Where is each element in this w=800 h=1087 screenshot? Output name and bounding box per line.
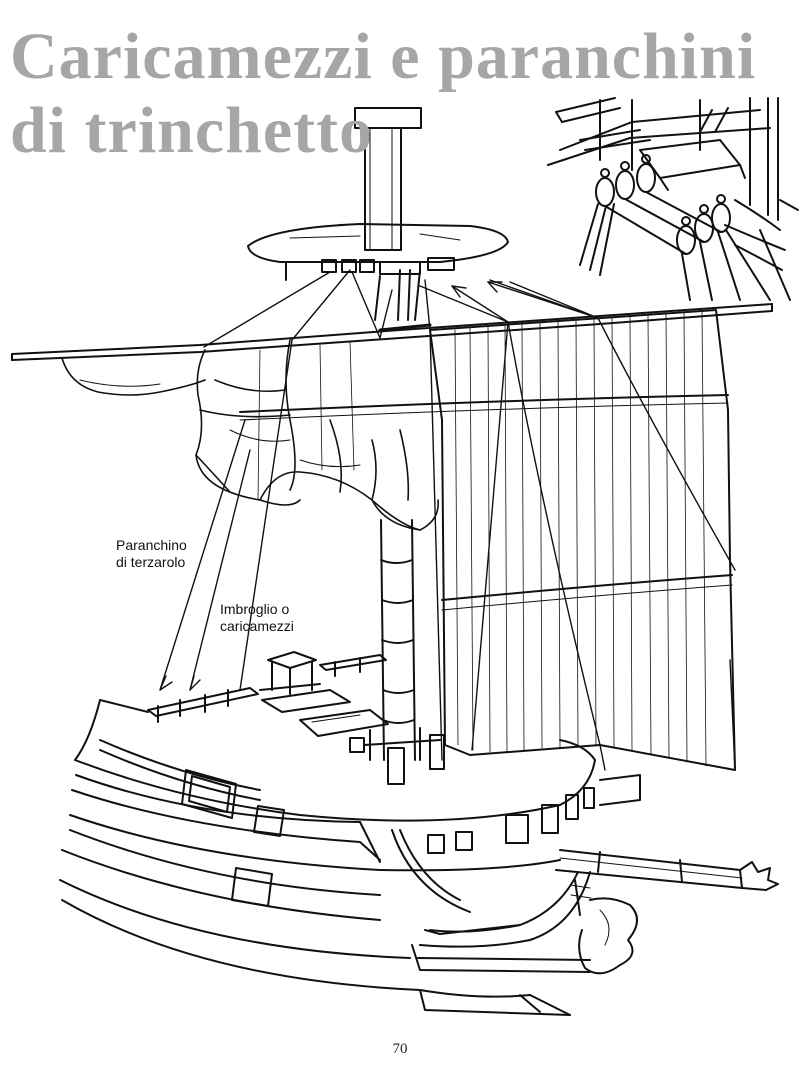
arrows <box>159 281 599 691</box>
square-sail <box>239 309 736 771</box>
brailed-sail <box>61 339 439 531</box>
callout-paranchino-line-1: Paranchino <box>116 537 187 553</box>
lower-mast <box>380 519 416 761</box>
hull <box>59 699 779 1016</box>
page-title-line-1: Caricamezzi e paranchini <box>10 20 757 93</box>
inset-detail-blocks <box>547 97 799 301</box>
masthead <box>247 107 509 321</box>
page-number: 70 <box>392 1041 408 1057</box>
rigging-lines <box>159 269 736 771</box>
callout-imbroglio-line-1: Imbroglio o <box>220 601 290 617</box>
page-title-line-2: di trinchetto <box>10 94 374 167</box>
callout-paranchino-di-terzarolo: Paranchino di terzarolo <box>116 537 187 571</box>
deck-fittings <box>147 651 445 785</box>
callout-paranchino-line-2: di terzarolo <box>116 554 186 570</box>
callout-imbroglio-caricamezzi: Imbroglio o caricamezzi <box>220 601 294 635</box>
callout-imbroglio-line-2: caricamezzi <box>220 618 294 634</box>
fore-yard <box>11 303 773 361</box>
